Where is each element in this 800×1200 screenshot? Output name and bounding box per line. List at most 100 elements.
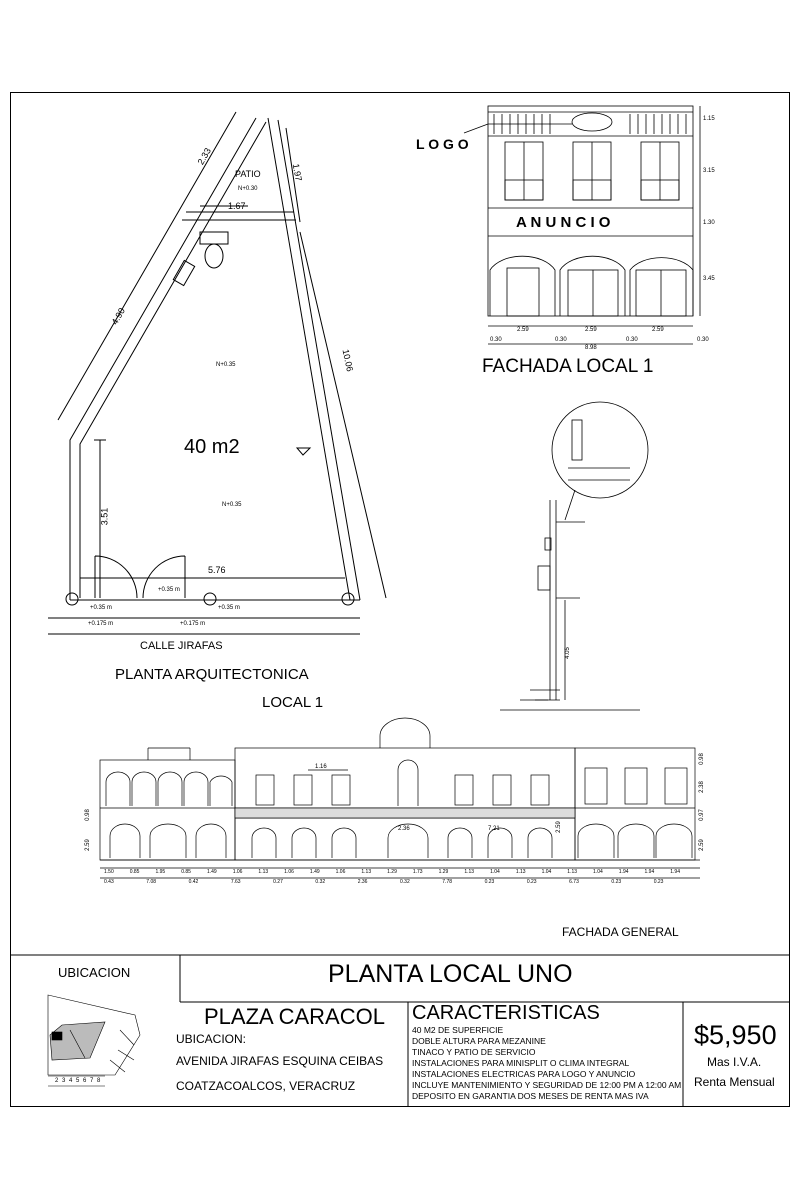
logo-label: L O G O xyxy=(416,136,469,152)
features-list: 40 M2 DE SUPERFICIE DOBLE ALTURA PARA ME… xyxy=(412,1025,681,1102)
facade-local-title: FACHADA LOCAL 1 xyxy=(482,356,654,377)
facade-dim-bottom-1: 2.59 xyxy=(517,327,529,333)
plan-subtitle: LOCAL 1 xyxy=(262,694,324,711)
general-dim-value: 0.43 xyxy=(104,879,114,885)
map-lot-number: 5 xyxy=(76,1078,80,1084)
general-dim-value: 7.78 xyxy=(442,879,453,885)
general-dim-value: 1.13 xyxy=(361,869,372,875)
general-dim-mid-a: 2.36 xyxy=(398,826,410,832)
general-dim-value: 0.32 xyxy=(400,879,410,885)
general-dim-value: 0.23 xyxy=(484,879,495,885)
facade-pier-3: 0.30 xyxy=(626,337,638,343)
general-dim-value: 1.13 xyxy=(515,869,526,875)
ubicacion-label: UBICACION xyxy=(58,965,131,980)
anuncio-label: A N U N C I O xyxy=(516,214,611,231)
level-left: +0.35 m xyxy=(90,605,112,611)
plaza-name: PLAZA CARACOL xyxy=(204,1004,385,1029)
feature-item: TINACO Y PATIO DE SERVICIO xyxy=(412,1047,536,1057)
level-lower: N+0.35 xyxy=(222,502,242,508)
address-line-1: AVENIDA JIRAFAS ESQUINA CEIBAS xyxy=(176,1054,384,1068)
general-dim-value: 0.23 xyxy=(526,879,537,885)
general-dim-value: 1.50 xyxy=(104,869,114,875)
facade-dim-right-3: 1.30 xyxy=(703,220,715,226)
facade-dim-right-1: 1.15 xyxy=(703,116,715,122)
facade-dim-right-2: 3.15 xyxy=(703,168,715,174)
general-dim-value: 7.63 xyxy=(230,879,241,885)
features-title: CARACTERISTICAS xyxy=(412,1002,600,1024)
general-dim-value: 0.27 xyxy=(273,879,283,885)
general-dim-value: 1.06 xyxy=(232,869,243,875)
facade-pier-1: 0.30 xyxy=(490,337,502,343)
address-line-2: COATZACOALCOS, VERACRUZ xyxy=(176,1079,356,1093)
feature-item: INSTALACIONES ELECTRICAS PARA LOGO Y ANU… xyxy=(412,1069,636,1079)
general-facade-title: FACHADA GENERAL xyxy=(562,925,679,939)
general-dim-value: 0.85 xyxy=(181,869,191,875)
general-dim-value: 1.04 xyxy=(593,869,603,875)
plan-title: PLANTA ARQUITECTONICA xyxy=(115,666,309,683)
feature-item: INCLUYE MANTENIMIENTO Y SEGURIDAD DE 12:… xyxy=(412,1080,682,1090)
general-dim-value: 1.13 xyxy=(258,869,269,875)
general-dim-value: 0.32 xyxy=(315,879,326,885)
sidewalk-mid: +0.175 m xyxy=(180,621,206,627)
map-lot-number: 2 xyxy=(55,1078,59,1084)
facade-pier-4: 0.30 xyxy=(697,337,709,343)
general-dim-value: 1.04 xyxy=(541,869,552,875)
map-lot-number: 4 xyxy=(69,1078,73,1084)
main-title: PLANTA LOCAL UNO xyxy=(328,960,573,988)
dim-1-67: 1.67 xyxy=(228,201,246,211)
map-lot-number: 7 xyxy=(90,1078,94,1084)
general-dim-value: 1.49 xyxy=(206,869,217,875)
level-upper: N+0.35 xyxy=(216,362,236,368)
street-label: CALLE JIRAFAS xyxy=(140,640,223,652)
feature-item: DEPOSITO EN GARANTIA DOS MESES DE RENTA … xyxy=(412,1091,649,1101)
price-tax-note: Mas I.V.A. xyxy=(707,1055,762,1069)
map-lot-number: 6 xyxy=(83,1078,87,1084)
level-door: +0.35 m xyxy=(158,587,180,593)
general-dim-value: 1.06 xyxy=(284,869,294,875)
general-dim-value: 0.85 xyxy=(129,869,140,875)
general-dim-value: 7.08 xyxy=(146,879,157,885)
patio-label: PATIO xyxy=(235,169,261,179)
feature-item: DOBLE ALTURA PARA MEZANINE xyxy=(412,1036,546,1046)
patio-level: N+0.30 xyxy=(238,186,258,192)
general-dim-value: 1.95 xyxy=(155,869,166,875)
level-right: +0.35 m xyxy=(218,605,240,611)
general-dim-value: 1.94 xyxy=(644,869,655,875)
general-dim-value: 0.42 xyxy=(188,879,199,885)
general-dim-mid-b: 7.21 xyxy=(488,826,500,832)
general-dim-value: 1.94 xyxy=(618,869,629,875)
general-dim-value: 1.29 xyxy=(387,869,397,875)
general-dim-value: 1.29 xyxy=(438,869,449,875)
dim-5-76: 5.76 xyxy=(208,565,226,575)
general-dim-value: 0.23 xyxy=(611,879,622,885)
drawing-sheet-border xyxy=(10,92,790,1107)
facade-dim-bottom-3: 2.59 xyxy=(652,327,664,333)
location-heading: UBICACION: xyxy=(176,1032,247,1046)
general-dim-top: 1.16 xyxy=(315,764,327,770)
general-dim-value: 2.36 xyxy=(357,879,368,885)
general-dim-value: 6.73 xyxy=(569,879,579,885)
general-dim-value: 1.13 xyxy=(464,869,475,875)
general-dim-value: 1.13 xyxy=(567,869,578,875)
general-dim-value: 1.04 xyxy=(490,869,500,875)
feature-item: INSTALACIONES PARA MINISPLIT O CLIMA INT… xyxy=(412,1058,630,1068)
general-dim-value: 0.23 xyxy=(653,879,664,885)
general-dim-value: 1.06 xyxy=(335,869,346,875)
general-dim-value: 1.49 xyxy=(309,869,320,875)
facade-dim-right-4: 3.45 xyxy=(703,276,715,282)
map-lot-number: 8 xyxy=(97,1078,101,1084)
area-label: 40 m2 xyxy=(184,436,240,458)
feature-item: 40 M2 DE SUPERFICIE xyxy=(412,1025,504,1035)
sidewalk-left: +0.175 m xyxy=(88,621,114,627)
price: $5,950 xyxy=(694,1020,777,1050)
map-lot-number: 3 xyxy=(62,1078,66,1084)
facade-total: 8.98 xyxy=(585,345,597,351)
facade-pier-2: 0.30 xyxy=(555,337,567,343)
general-dim-value: 1.94 xyxy=(670,869,680,875)
facade-dim-bottom-2: 2.59 xyxy=(585,327,597,333)
